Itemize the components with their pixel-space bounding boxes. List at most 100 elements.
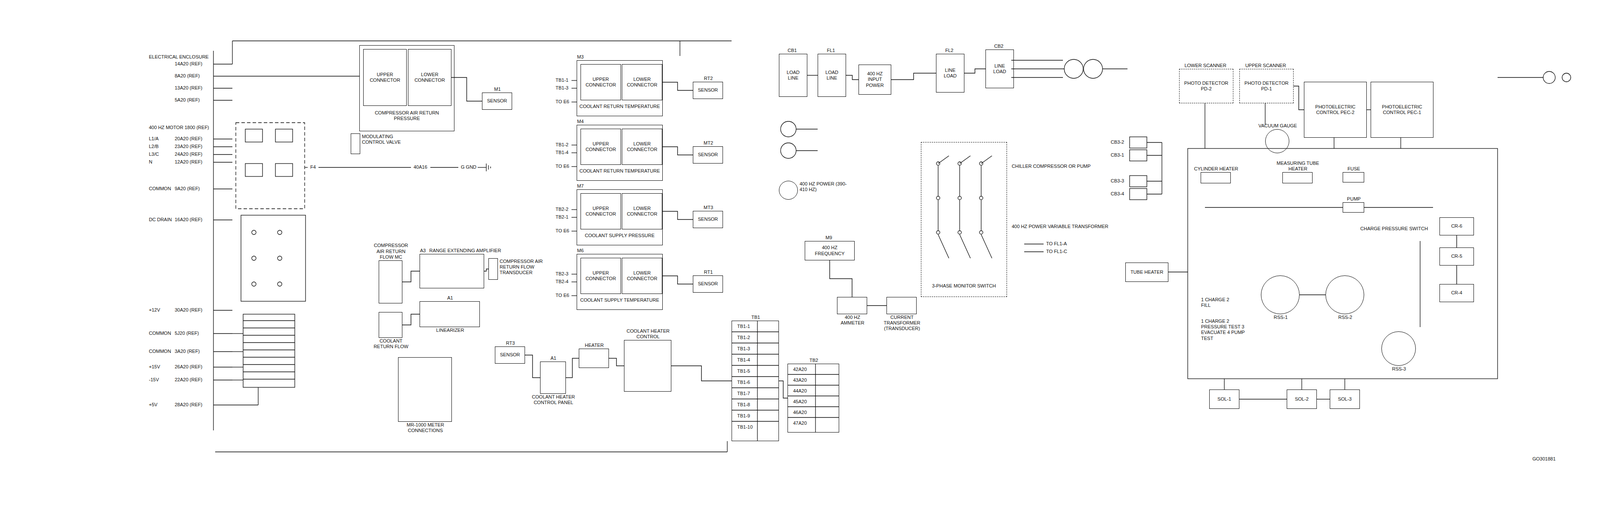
wire-line bbox=[213, 379, 233, 380]
transformer-box: CURRENT TRANSFORMER (TRANSDUCER) bbox=[886, 296, 917, 315]
text-group: 400 HZ AMMETER bbox=[833, 313, 872, 326]
wire-line bbox=[1168, 271, 1188, 272]
component-outline bbox=[240, 215, 306, 302]
wire-line bbox=[1204, 206, 1343, 208]
text-group: PUMP bbox=[1343, 196, 1365, 203]
wire-label: F4 bbox=[309, 164, 317, 170]
wire-connector bbox=[1299, 294, 1326, 295]
node-text: RT2 bbox=[704, 75, 714, 82]
wire-line bbox=[243, 342, 295, 343]
meter-module: UPPER CONNECTORLOWER CONNECTORCOOLANT SU… bbox=[576, 189, 663, 246]
component-outline bbox=[275, 129, 293, 143]
node-text: COOLANT RETURN TEMPERATURE bbox=[579, 103, 660, 110]
contact-symbol bbox=[251, 256, 257, 261]
solenoid-box: SOL-1 bbox=[1209, 389, 1240, 409]
wire-label: 8A20 (REF) bbox=[174, 73, 201, 79]
meter-symbol: 400 HZ POWER (390-410 HZ) bbox=[778, 180, 798, 200]
wire-line bbox=[937, 165, 939, 196]
node-text: M1 bbox=[494, 86, 501, 93]
text-group: SENSOR bbox=[498, 351, 522, 359]
meter-box: 400 HZ FREQUENCYM9 bbox=[804, 240, 855, 261]
node-text: 400 HZ INPUT POWER bbox=[860, 71, 890, 89]
wire-line bbox=[213, 75, 233, 77]
wire-line bbox=[243, 327, 295, 328]
node-text: COOLANT RETURN TEMPERATURE bbox=[579, 168, 660, 174]
text-group: UPPER CONNECTOR bbox=[580, 75, 621, 89]
wire-label: TO E6 bbox=[555, 292, 570, 299]
wire-line bbox=[1364, 206, 1434, 208]
wire-line bbox=[787, 406, 840, 407]
wire-line bbox=[959, 165, 960, 196]
wire-label: 14A20 (REF) bbox=[174, 61, 203, 67]
wire-line bbox=[243, 334, 295, 336]
heater-box: TUBE HEATER bbox=[1125, 262, 1169, 282]
wire-label: 5A20 (REF) bbox=[174, 97, 201, 103]
text-group: RSS-1 bbox=[1261, 313, 1301, 321]
contact-symbol bbox=[957, 161, 962, 166]
wire-label: 42A20 bbox=[792, 366, 808, 373]
sensor-box: SENSORM1 bbox=[481, 92, 513, 110]
contact-symbol bbox=[277, 281, 282, 287]
wire-label: +5V bbox=[148, 401, 158, 408]
wire-line bbox=[679, 40, 680, 56]
wire-label: TB2-3 bbox=[555, 271, 569, 277]
node-text: M9 bbox=[825, 234, 832, 241]
contact-symbol bbox=[251, 281, 257, 287]
wire-connector bbox=[525, 355, 541, 378]
wire-label: CHARGE PRESSURE SWITCH bbox=[1359, 225, 1429, 232]
connector-block: UPPER CONNECTOR bbox=[363, 49, 407, 106]
wire-line bbox=[731, 342, 779, 343]
node-text: 400 HZ POWER (390-410 HZ) bbox=[799, 181, 847, 193]
node-text: SOL-2 bbox=[1294, 396, 1309, 402]
text-group: PHOTO DETECTOR PD-2 bbox=[1179, 79, 1233, 93]
wire-line bbox=[959, 234, 971, 259]
wire-line bbox=[571, 281, 577, 282]
sensor-box: SENSORMT3 bbox=[692, 210, 723, 229]
heater-element: MEASURING TUBE HEATER bbox=[1282, 172, 1313, 184]
wire-connector bbox=[1366, 109, 1371, 110]
wire-line bbox=[571, 101, 577, 102]
node-text: PHOTOELECTRIC CONTROL PEC-2 bbox=[1306, 104, 1365, 116]
text-group: LINEARIZER bbox=[420, 326, 481, 334]
node-text: RT3 bbox=[506, 340, 516, 346]
connector-block: LOWER CONNECTOR bbox=[407, 49, 452, 106]
wire-line bbox=[980, 165, 982, 196]
node-text: UPPER CONNECTOR bbox=[582, 141, 619, 153]
text-group: PHOTOELECTRIC CONTROL PEC-2 bbox=[1304, 103, 1367, 117]
fuse-symbol: FUSE bbox=[1342, 172, 1365, 183]
node-text: MR-1000 METER CONNECTIONS bbox=[389, 422, 463, 434]
wire-connector bbox=[778, 380, 788, 399]
node-text: 400 HZ AMMETER bbox=[833, 314, 872, 326]
wire-label: TB1-4 bbox=[555, 149, 569, 156]
wire-line bbox=[1161, 142, 1162, 195]
wire-label: 3A20 (REF) bbox=[174, 348, 201, 355]
wire-label: TB1-2 bbox=[555, 142, 569, 148]
node-text: COMPRESSOR AIR RETURN PRESSURE bbox=[361, 110, 453, 122]
node-text: CR-5 bbox=[1451, 253, 1463, 260]
node-text: A1 bbox=[447, 295, 453, 301]
wire-line bbox=[1011, 68, 1065, 69]
heater-control: COOLANT HEATER CONTROL bbox=[623, 339, 672, 392]
text-group: LOAD LINE bbox=[818, 68, 846, 82]
contact-symbol bbox=[1083, 59, 1103, 79]
text-group: SENSOR bbox=[696, 280, 720, 288]
text-group: CYLINDER HEATER bbox=[1192, 166, 1240, 173]
wire-label: ELECTRICAL ENCLOSURE bbox=[148, 54, 210, 60]
wire-label: CB3-2 bbox=[1110, 139, 1125, 146]
sensor-box: SENSORRT2 bbox=[692, 81, 723, 99]
text-group: COOLANT RETURN FLOW bbox=[371, 337, 411, 350]
wire-line bbox=[571, 144, 577, 146]
node-text: RANGE EXTENDING AMPLIFIER bbox=[429, 247, 501, 254]
node-text: M6 bbox=[577, 247, 584, 254]
wire-line bbox=[213, 404, 233, 405]
pump-symbol: PUMP bbox=[1342, 202, 1365, 213]
wire-label: TB1-1 bbox=[555, 77, 569, 84]
node-text: VACUUM GAUGE bbox=[1258, 123, 1298, 129]
wire-line bbox=[232, 333, 244, 334]
text-group: M7 bbox=[577, 183, 664, 190]
wire-line bbox=[1301, 378, 1302, 390]
wire-line bbox=[571, 273, 577, 275]
heater-box: HEATER bbox=[578, 348, 609, 368]
wire-line bbox=[787, 384, 840, 386]
wire-line bbox=[243, 320, 295, 321]
